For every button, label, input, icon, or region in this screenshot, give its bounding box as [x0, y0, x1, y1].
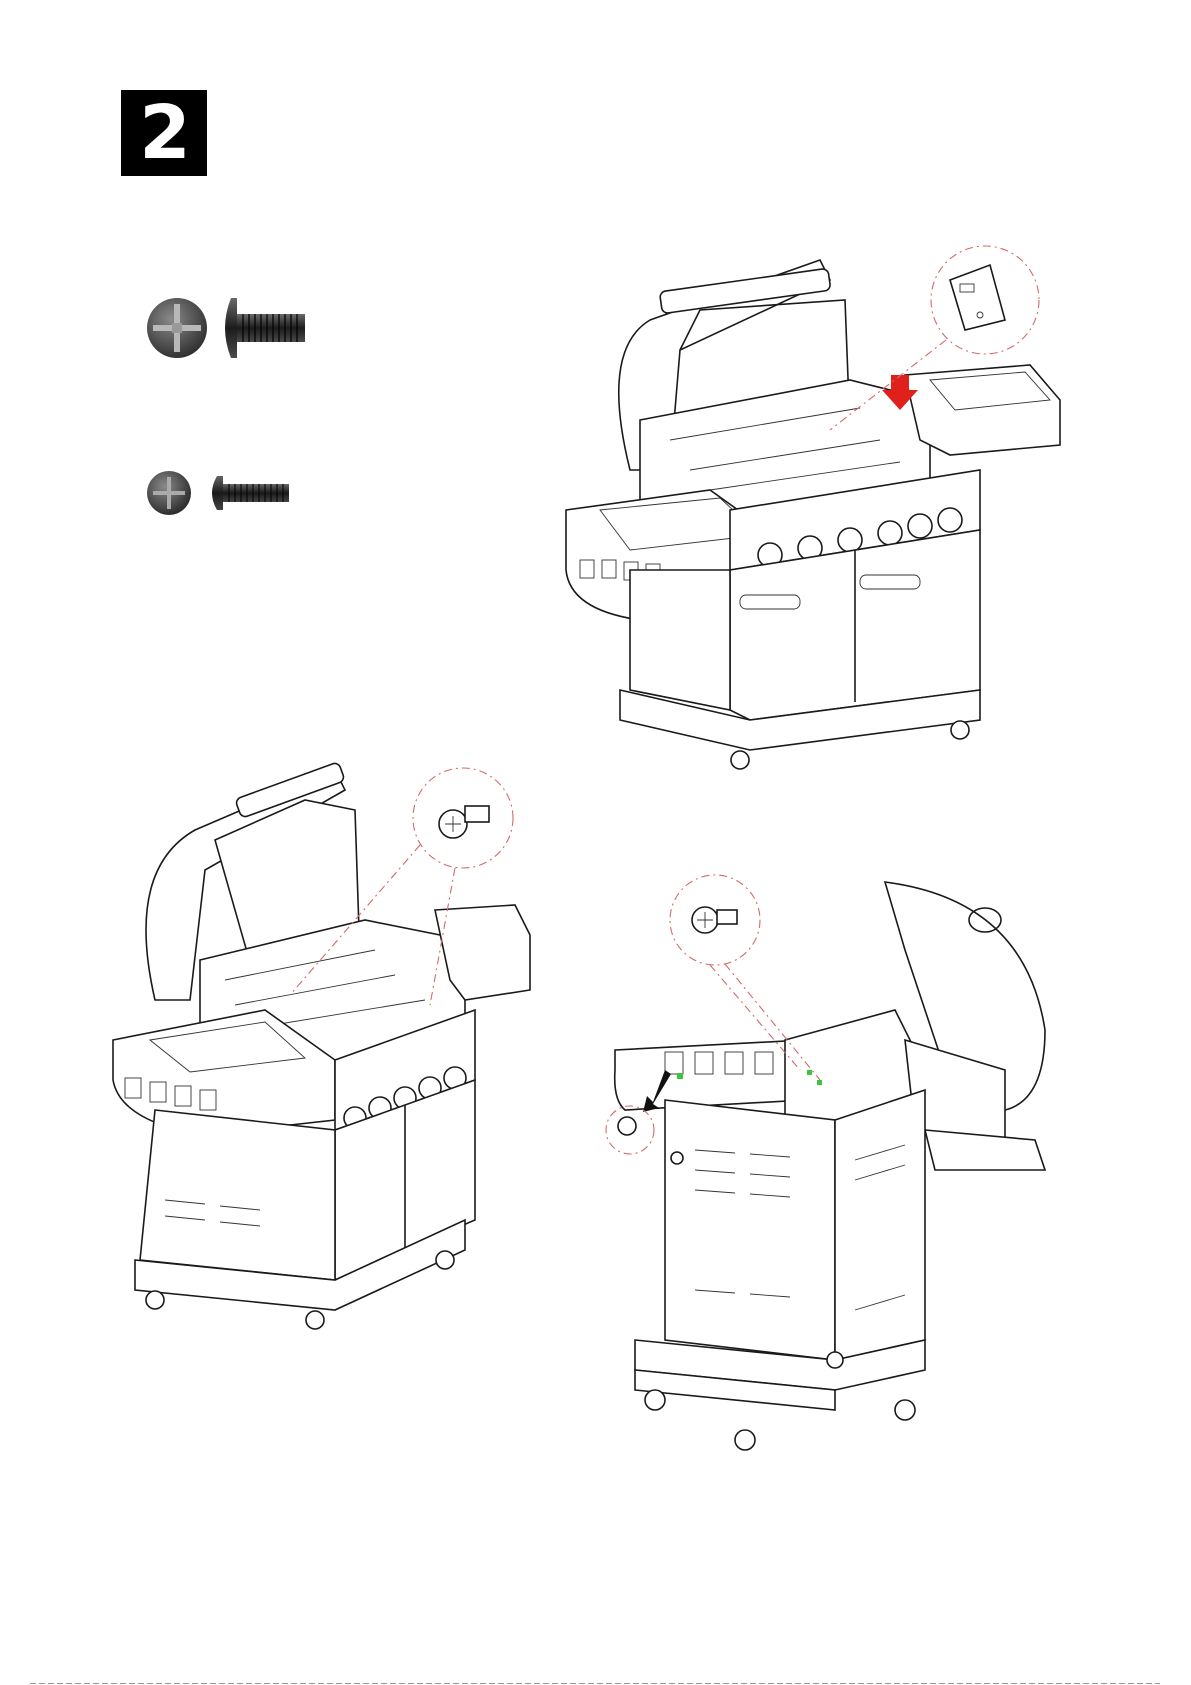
- small-bolt-icon: [145, 470, 295, 516]
- step-number-badge: 2: [121, 90, 207, 176]
- hardware-small-bolt: [145, 470, 295, 516]
- grill-rear-view-drawing: [605, 870, 1080, 1490]
- grill-side-shelf-drawing: [560, 240, 1100, 820]
- illustration-firebox-bolting: [105, 760, 585, 1420]
- footer-divider: [30, 1683, 1160, 1684]
- illustration-side-shelf-attach: [560, 240, 1100, 820]
- illustration-rear-bolting: [605, 870, 1080, 1490]
- grill-front-view-drawing: [105, 760, 585, 1420]
- large-bolt-icon: [145, 292, 315, 364]
- hardware-large-bolt: [145, 292, 315, 364]
